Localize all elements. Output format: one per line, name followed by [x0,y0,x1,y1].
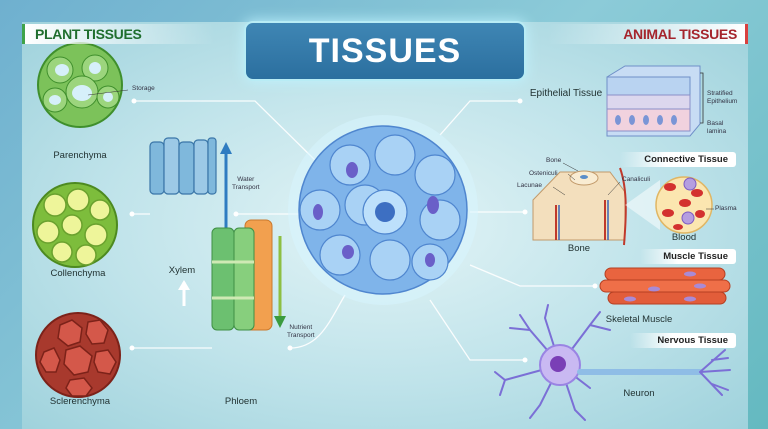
phloem-illustration [211,219,286,331]
nervous-tissue-label: Nervous Tissue [630,333,736,348]
parenchyma-label: Parenchyma [53,150,107,161]
collenchyma-illustration [32,182,118,268]
xylem-illustration [149,137,232,306]
neuron-illustration [494,304,731,421]
page-title: TISSUES [244,21,526,81]
connector-lines [132,100,595,361]
osteniculi-annotation: Osteniculi [529,170,558,177]
water-transport-line-2: Transport [232,184,260,191]
bone-label: Bone [567,243,591,254]
sclerenchyma-label: Sclerenchyma [49,396,111,407]
blood-label: Blood [671,232,697,243]
phloem-label: Phloem [224,396,258,407]
blood-illustration [625,176,714,234]
basal-line-2: lamina [707,128,727,135]
epithelium-illustration [606,65,704,137]
connector-phloem [289,294,346,349]
nutrient-transport-line-2: Transport [287,332,315,339]
bone-part-annotation: Bone [546,157,562,164]
parenchyma-illustration [37,42,129,128]
canaliculi-annotation: Canaliculi [622,176,651,183]
plasma-annotation: Plasma [715,205,737,212]
connector-nervous [429,299,525,361]
connector-epithelial [439,100,520,136]
central-cell-cluster [288,115,478,305]
bone-illustration [532,162,627,246]
muscle-illustration [599,267,731,305]
water-transport-line-1: Water [237,176,255,183]
plant-tissues-header: PLANT TISSUES [22,24,215,44]
nutrient-transport-line-1: Nutrient [289,324,313,331]
neuron-label: Neuron [623,388,655,399]
skeletal-muscle-label: Skeletal Muscle [605,314,673,325]
lacunae-annotation: Lacunae [517,182,542,189]
animal-tissues-header: ANIMAL TISSUES [547,24,748,44]
connective-tissue-label: Connective Tissue [620,152,736,167]
collenchyma-label: Collenchyma [50,268,106,279]
connector-parenchyma [134,100,321,166]
basal-line-1: Basal [707,120,724,127]
epithelial-tissue-label: Epithelial Tissue [529,88,603,99]
stratified-line-2: Epithelium [707,98,738,105]
muscle-tissue-label: Muscle Tissue [640,249,736,264]
storage-annotation: Storage [132,85,155,92]
sclerenchyma-illustration [35,312,121,398]
connector-muscle [469,264,595,287]
stratified-line-1: Stratified [707,90,733,97]
xylem-label: Xylem [168,265,196,276]
